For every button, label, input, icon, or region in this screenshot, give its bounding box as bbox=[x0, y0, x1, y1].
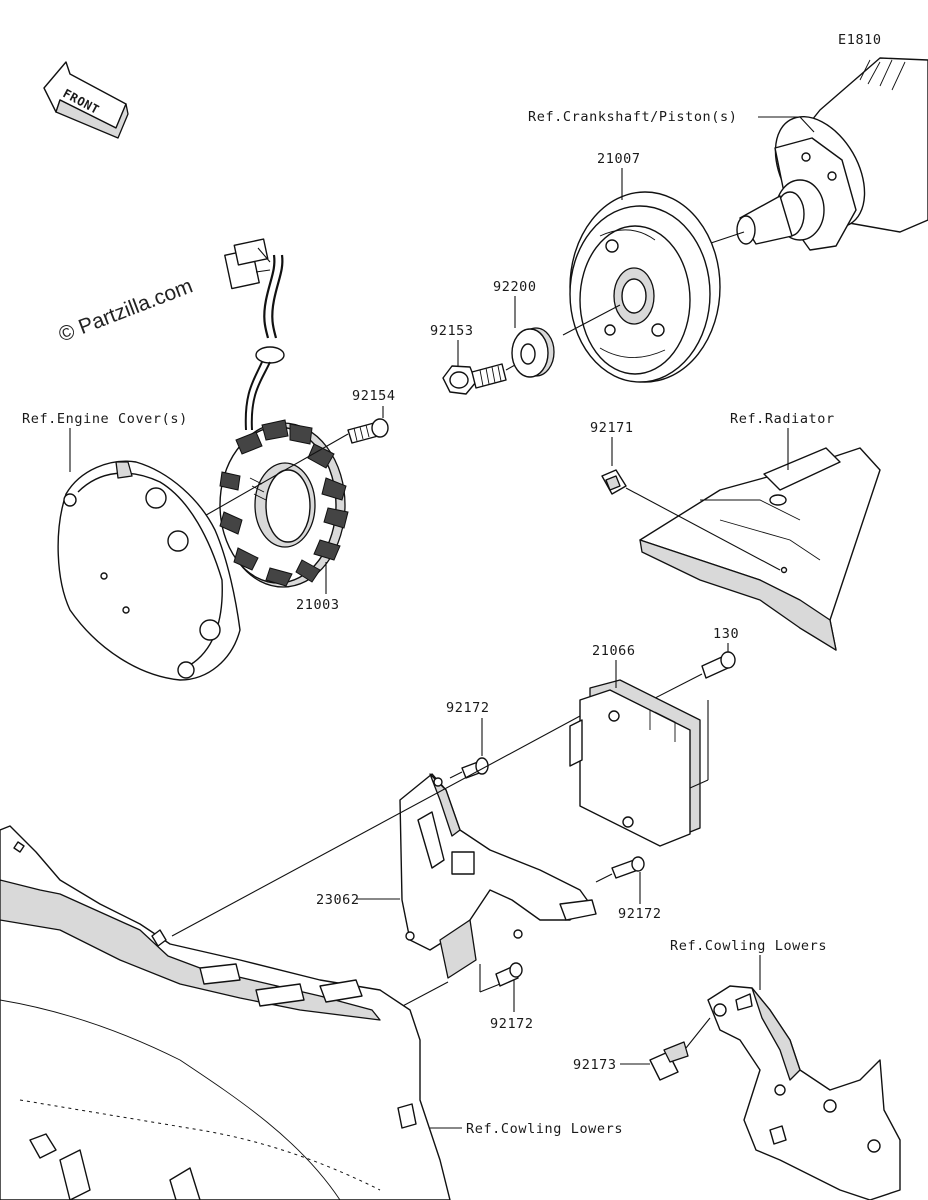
radiator-illustration bbox=[639, 447, 881, 651]
rotor-21007 bbox=[569, 191, 721, 383]
label-130: 130 bbox=[713, 626, 739, 642]
stator-21003 bbox=[219, 238, 349, 588]
label-21066: 21066 bbox=[592, 643, 636, 659]
diagram-code: E1810 bbox=[838, 32, 882, 48]
label-ref-radiator: Ref.Radiator bbox=[730, 411, 835, 427]
label-21007: 21007 bbox=[597, 151, 641, 167]
clip-92171 bbox=[601, 469, 627, 495]
right-cowling-bracket-illustration bbox=[707, 985, 901, 1200]
regulator-21066 bbox=[569, 679, 701, 847]
engine-cover-illustration bbox=[57, 460, 241, 681]
label-92172-bottom: 92172 bbox=[490, 1016, 534, 1032]
label-92154: 92154 bbox=[352, 388, 396, 404]
label-92200: 92200 bbox=[493, 279, 537, 295]
label-23062: 23062 bbox=[316, 892, 360, 908]
bracket-23062 bbox=[399, 773, 597, 979]
label-92172-right: 92172 bbox=[618, 906, 662, 922]
label-ref-crankshaft: Ref.Crankshaft/Piston(s) bbox=[528, 109, 737, 125]
bolt-92154 bbox=[347, 418, 389, 444]
label-ref-cowling-lowers-bottom: Ref.Cowling Lowers bbox=[466, 1121, 623, 1137]
bolt-92153 bbox=[442, 363, 507, 395]
clip-92173 bbox=[649, 1041, 689, 1081]
label-92153: 92153 bbox=[430, 323, 474, 339]
label-92172-top: 92172 bbox=[446, 700, 490, 716]
label-92171: 92171 bbox=[590, 420, 634, 436]
label-ref-engine-cover: Ref.Engine Cover(s) bbox=[22, 411, 188, 427]
crankshaft-illustration bbox=[736, 57, 928, 251]
lower-cowling-illustration bbox=[0, 825, 451, 1200]
front-arrow-icon: FRONT bbox=[43, 61, 129, 139]
watermark: © Partzilla.com bbox=[56, 274, 196, 346]
bolt-130 bbox=[701, 651, 736, 679]
label-92173: 92173 bbox=[573, 1057, 617, 1073]
screw-92172-right bbox=[611, 856, 645, 879]
screw-92172-bottom bbox=[495, 962, 523, 987]
label-ref-cowling-lowers-right: Ref.Cowling Lowers bbox=[670, 938, 827, 954]
washer-92200 bbox=[511, 327, 555, 378]
label-21003: 21003 bbox=[296, 597, 340, 613]
